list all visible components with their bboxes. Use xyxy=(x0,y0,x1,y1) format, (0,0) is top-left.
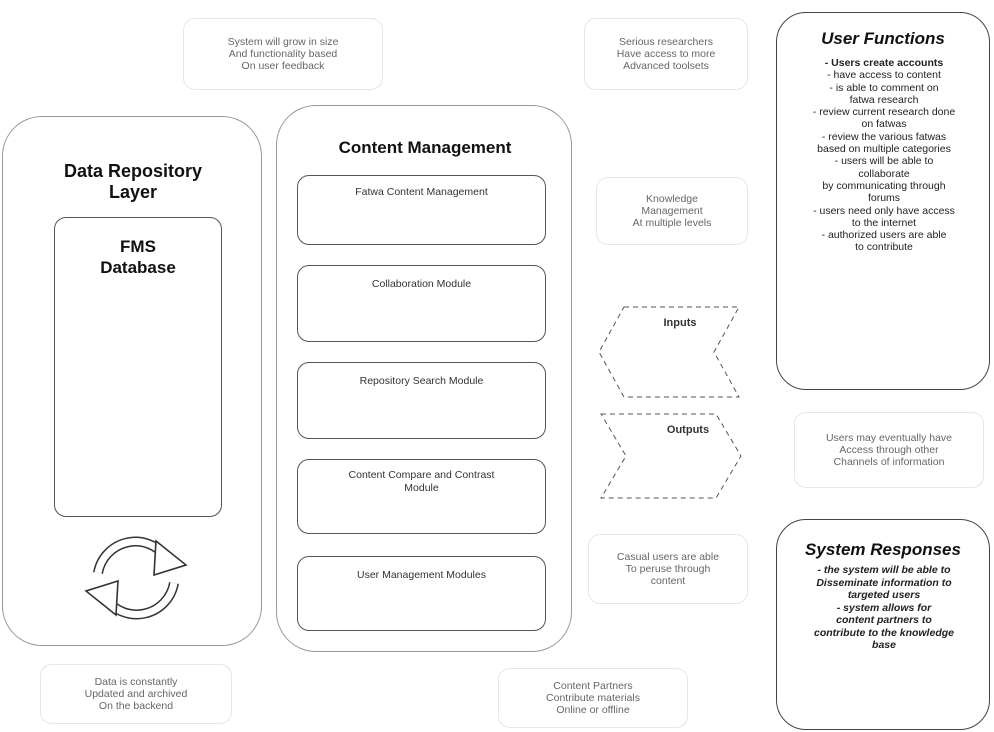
note-serious-researchers: Serious researchers Have access to more … xyxy=(584,18,748,90)
user-functions-list: - Users create accounts - have access to… xyxy=(781,57,987,254)
user-function-line: - review the various fatwas xyxy=(821,130,947,143)
fms-database-box: FMS Database xyxy=(54,217,222,517)
user-function-line: - review current research done xyxy=(812,106,956,119)
note-line: To peruse through xyxy=(625,563,711,575)
note-line: Online or offline xyxy=(556,704,630,716)
system-response-line: base xyxy=(872,639,896,651)
user-function-line: - Users create accounts xyxy=(824,57,944,69)
user-function-line: fatwa research xyxy=(849,93,919,106)
note-data-updated: Data is constantly Updated and archived … xyxy=(40,664,232,724)
outputs-label: Outputs xyxy=(666,424,710,436)
note-line: Have access to more xyxy=(616,48,716,60)
user-functions-panel: User Functions - Users create accounts -… xyxy=(776,12,990,390)
user-function-line: - have access to content xyxy=(827,69,941,82)
user-function-line: forums xyxy=(867,192,901,205)
user-function-line: on fatwas xyxy=(861,118,907,131)
note-line: System will grow in size xyxy=(227,36,339,48)
system-responses-panel: System Responses - the system will be ab… xyxy=(776,519,990,730)
user-function-line: collaborate xyxy=(858,167,910,180)
system-responses-list: - the system will be able to Disseminate… xyxy=(781,564,987,652)
user-function-line: - authorized users are able xyxy=(821,229,947,242)
inputs-arrow xyxy=(598,306,740,398)
note-line: Channels of information xyxy=(833,456,945,468)
system-response-line: targeted users xyxy=(847,589,921,601)
user-function-line: to contribute xyxy=(855,241,913,254)
note-line: Management xyxy=(641,205,703,217)
note-line: Access through other xyxy=(839,444,939,456)
note-system-growth: System will grow in size And functionali… xyxy=(183,18,383,90)
module-user-management: User Management Modules xyxy=(297,556,546,631)
note-line: Content Partners xyxy=(553,680,633,692)
note-line: Users may eventually have xyxy=(825,432,953,444)
note-line: Updated and archived xyxy=(84,688,188,700)
note-content-partners: Content Partners Contribute materials On… xyxy=(498,668,688,728)
user-function-line: by communicating through xyxy=(822,179,946,192)
note-line: Data is constantly xyxy=(94,676,178,688)
note-other-channels: Users may eventually have Access through… xyxy=(794,412,984,488)
fms-database-label: FMS Database xyxy=(100,237,176,277)
user-function-line: - users need only have access xyxy=(813,204,955,217)
note-line: Serious researchers xyxy=(619,36,713,48)
note-line: Casual users are able xyxy=(616,551,720,563)
module-fatwa-content-management: Fatwa Content Management xyxy=(297,175,546,245)
module-content-compare-contrast: Content Compare and Contrast Module xyxy=(297,459,546,534)
user-function-line: based on multiple categories xyxy=(817,143,951,156)
system-response-line: - system allows for xyxy=(836,601,932,614)
module-collaboration: Collaboration Module xyxy=(297,265,546,342)
system-response-line: contribute to the knowledge xyxy=(813,626,954,639)
system-response-line: content partners to xyxy=(836,614,932,626)
user-function-line: - users will be able to xyxy=(834,155,934,168)
note-line: And functionality based xyxy=(228,48,338,60)
user-function-line: - is able to comment on xyxy=(829,81,939,94)
note-line: Contribute materials xyxy=(546,692,640,704)
note-line: content xyxy=(650,575,686,587)
inputs-label: Inputs xyxy=(663,317,697,329)
note-line: On user feedback xyxy=(241,60,325,72)
content-management-title: Content Management xyxy=(338,138,512,157)
user-function-line: to the internet xyxy=(851,216,917,229)
system-response-line: Disseminate information to xyxy=(816,576,952,589)
system-responses-title: System Responses xyxy=(805,540,961,559)
note-line: Knowledge xyxy=(646,193,698,205)
system-response-line: - the system will be able to xyxy=(817,564,951,576)
note-line: At multiple levels xyxy=(632,217,712,229)
note-knowledge-management: Knowledge Management At multiple levels xyxy=(596,177,748,245)
note-line: Advanced toolsets xyxy=(623,60,709,72)
sync-arrows-icon xyxy=(84,536,188,620)
data-repository-title: Data Repository Layer xyxy=(63,161,203,202)
user-functions-title: User Functions xyxy=(821,29,945,48)
note-casual-users: Casual users are able To peruse through … xyxy=(588,534,748,604)
module-repository-search: Repository Search Module xyxy=(297,362,546,439)
data-repository-panel: Data Repository Layer FMS Database xyxy=(2,116,262,646)
content-management-panel: Content Management xyxy=(276,105,572,652)
note-line: On the backend xyxy=(98,700,174,712)
